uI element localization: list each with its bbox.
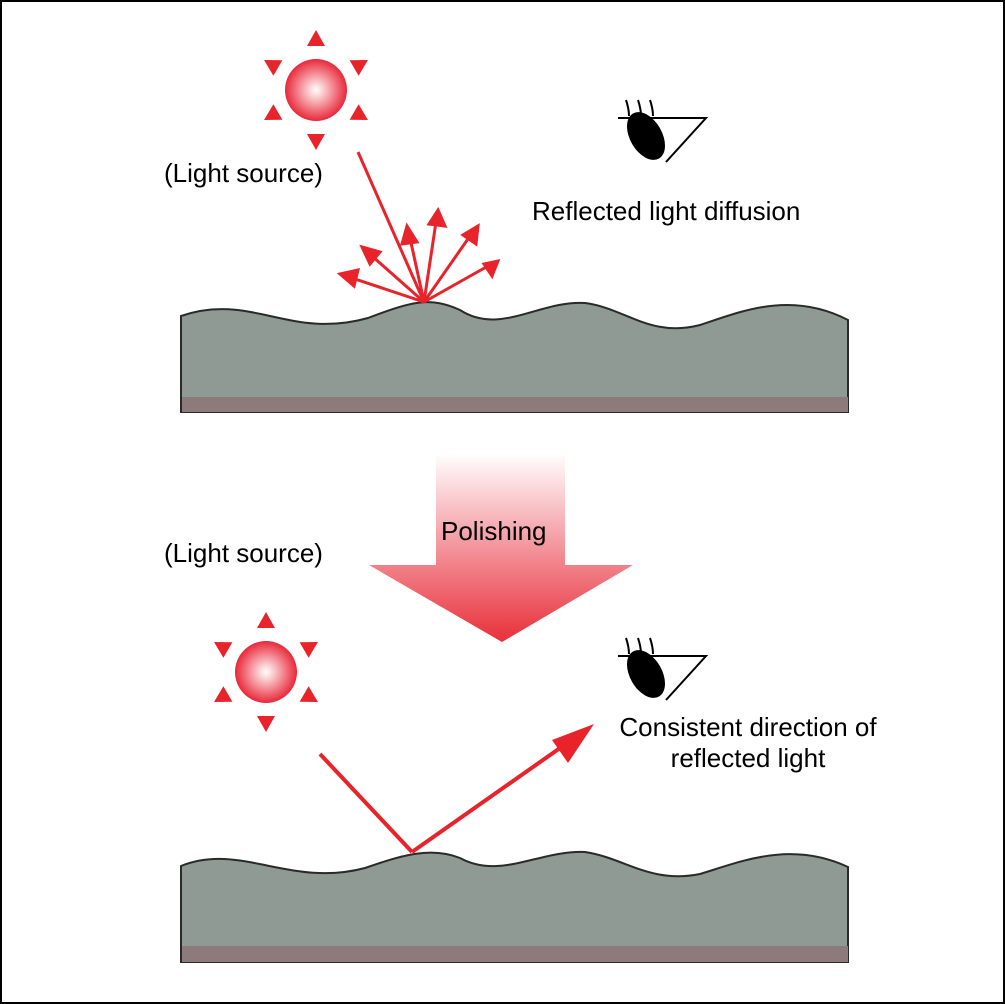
sun-rays (214, 612, 318, 732)
eye-pupil (627, 112, 665, 160)
light-source-label: (Light source) (164, 158, 323, 188)
process-label: Polishing (441, 516, 547, 546)
polished-surface (180, 850, 849, 963)
incident-ray (318, 752, 414, 854)
light-source-label: (Light source) (164, 538, 323, 568)
diffuse-reflected-rays (336, 206, 501, 304)
eye-pupil (627, 650, 665, 698)
consistent-direction-label-line2: reflected light (671, 743, 826, 773)
surface-body (180, 301, 849, 413)
polishing-arrow: Polishing (369, 453, 633, 642)
surface-body (180, 850, 849, 963)
sun-icon (264, 30, 368, 150)
top-panel: (Light source) Reflected light diffusion (164, 30, 849, 413)
sun-disc (235, 641, 297, 703)
consistent-direction-label-line1: Consistent direction of (619, 712, 877, 742)
diffusion-label: Reflected light diffusion (532, 196, 800, 226)
incident-ray (356, 151, 426, 303)
specular-reflected-ray (410, 724, 594, 854)
arrow-shape (369, 453, 633, 642)
bottom-panel: (Light source) (164, 538, 877, 963)
surface-base (182, 397, 848, 412)
sun-disc (285, 59, 347, 121)
sun-rays (264, 30, 368, 150)
eye-icon (618, 637, 709, 701)
eye-icon (618, 99, 709, 163)
sun-icon (214, 612, 318, 732)
surface-base (182, 946, 848, 962)
rough-surface (180, 301, 849, 413)
